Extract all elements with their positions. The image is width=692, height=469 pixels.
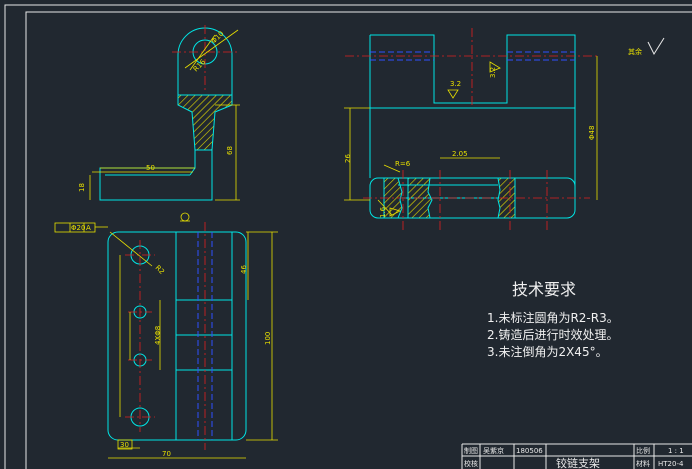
tb-material-value: HT20-4 bbox=[658, 460, 684, 468]
side-view: 50 18 68 R16 Φ10 bbox=[78, 25, 240, 222]
tb-checker-label: 校核 bbox=[464, 459, 478, 468]
inner-border bbox=[25, 11, 692, 469]
plan-view: 100 46 70 30 4XΦ8 R2 Φ20 A bbox=[54, 222, 278, 459]
dim-front-26: 26 bbox=[344, 154, 352, 163]
dim-front-tol: 2.05 bbox=[452, 150, 468, 158]
tb-date: 180506 bbox=[516, 447, 543, 455]
tb-designer-name: 吴紫京 bbox=[483, 446, 504, 455]
tb-material-label: 材料 bbox=[636, 459, 650, 468]
tb-scale-label: 比例 bbox=[636, 446, 650, 455]
dim-plan-100: 100 bbox=[264, 332, 272, 345]
roughness-note: 其余 bbox=[628, 47, 642, 56]
dim-side-18: 18 bbox=[78, 183, 86, 192]
tb-scale-value: 1 : 1 bbox=[668, 447, 684, 455]
front-fork-outline bbox=[370, 34, 576, 200]
outer-border bbox=[4, 4, 692, 469]
tech-requirements-heading: 技术要求 bbox=[512, 280, 577, 299]
side-boss-outline bbox=[177, 27, 233, 96]
dim-front-32b: 3.2 bbox=[489, 67, 497, 78]
title-block: 制图 吴紫京 180506 校核 铰链支架 比例 1 : 1 材料 HT20-4 bbox=[461, 443, 692, 469]
dim-plan-46: 46 bbox=[240, 265, 248, 274]
dim-plan-30: 30 bbox=[120, 441, 129, 449]
dim-plan-ref: Φ20 bbox=[71, 224, 85, 232]
front-view: 26 Φ48 3.2 3.2 R=6 2.05 1.6 bbox=[344, 28, 600, 230]
dim-front-phi: Φ48 bbox=[588, 126, 596, 140]
datum-symbol bbox=[180, 212, 190, 222]
tb-part-name: 铰链支架 bbox=[556, 456, 600, 469]
dim-front-32: 3.2 bbox=[450, 80, 461, 88]
geometric-tolerance-frame bbox=[54, 222, 96, 233]
dim-plan-70: 70 bbox=[162, 450, 171, 458]
roughness-symbol bbox=[647, 37, 665, 56]
dim-side-68: 68 bbox=[226, 146, 234, 155]
dim-plan-ref-a: A bbox=[86, 224, 91, 232]
dim-side-50: 50 bbox=[146, 164, 155, 172]
dim-plan-phi6: 4XΦ8 bbox=[154, 326, 162, 345]
dim-front-r6: R=6 bbox=[395, 160, 411, 168]
tech-requirement-1: 1.未标注圆角为R2-R3。 bbox=[487, 311, 619, 325]
plan-outline bbox=[107, 231, 247, 441]
tb-designer-label: 制图 bbox=[464, 446, 478, 455]
side-section-hatch bbox=[177, 94, 233, 151]
dim-side-phi10: Φ10 bbox=[210, 30, 226, 46]
tech-requirement-2: 2.铸造后进行时效处理。 bbox=[487, 328, 619, 342]
dim-front-16: 1.6 bbox=[379, 206, 387, 218]
tech-requirement-3: 3.未注倒角为2X45°。 bbox=[487, 345, 608, 359]
side-leg-outline bbox=[99, 150, 213, 201]
dim-plan-r2: R2 bbox=[154, 264, 166, 276]
